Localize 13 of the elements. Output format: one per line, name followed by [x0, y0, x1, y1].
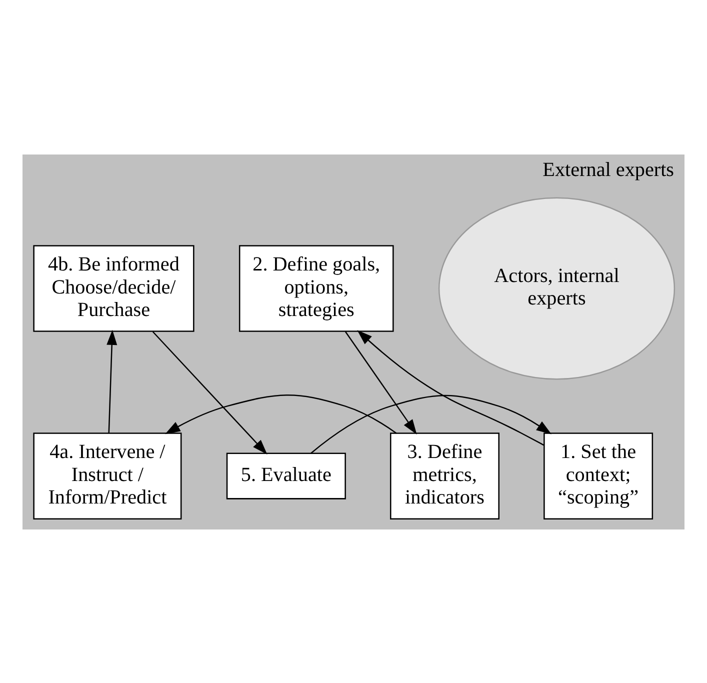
node-box: 4b. Be informed Choose/decide/ Purchase	[33, 244, 194, 332]
arrow	[152, 330, 268, 454]
node-ellipse: Actors, internal experts	[438, 196, 676, 380]
node-box: 2. Define goals, options, strategies	[238, 244, 394, 332]
node-box: 1. Set the context; “scoping”	[544, 432, 654, 519]
arrow	[345, 330, 417, 434]
node-box: 3. Define metrics, indicators	[390, 432, 500, 519]
node-box: 5. Evaluate	[226, 452, 346, 499]
arrow	[357, 330, 544, 446]
node-box: 4a. Intervene / Instruct / Inform/Predict	[33, 432, 182, 519]
arrow	[165, 394, 397, 434]
arrow	[310, 394, 552, 454]
arrow	[106, 329, 118, 432]
